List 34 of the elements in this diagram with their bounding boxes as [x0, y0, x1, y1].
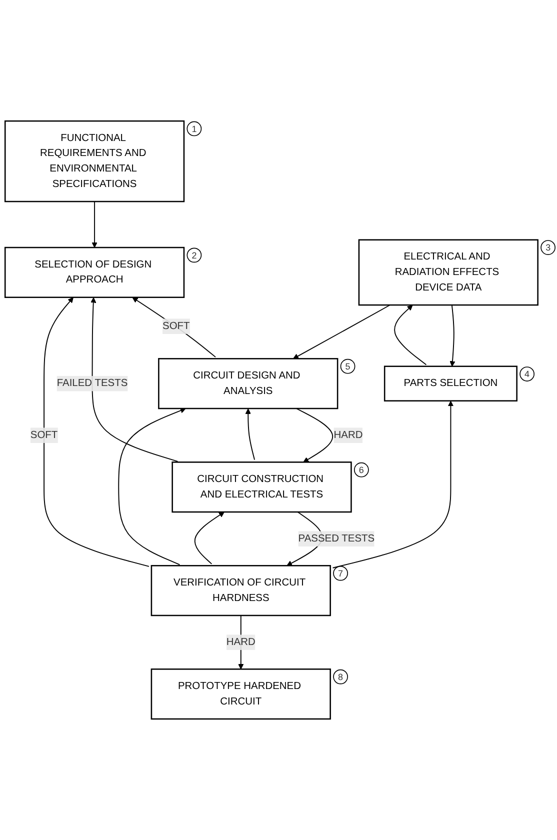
- arrow: [132, 297, 216, 358]
- node-box: FUNCTIONAL REQUIREMENTS AND ENVIRONMENTAL SPECIFICATIONS: [4, 120, 185, 202]
- edge-label: SOFT: [30, 430, 58, 440]
- edge-label: SOFT: [162, 320, 190, 332]
- step-number: 8: [333, 669, 348, 684]
- arrow: [332, 400, 454, 568]
- step-number: 5: [340, 358, 356, 374]
- node-box: CIRCUIT DESIGN AND ANALYSIS: [158, 358, 338, 410]
- arrow: [450, 304, 456, 367]
- node-box: SELECTION OF DESIGN APPROACH: [4, 246, 185, 298]
- arrow: [118, 408, 186, 566]
- node-box: CIRCUIT CONSTRUCTION AND ELECTRICAL TESTS: [172, 462, 352, 513]
- arrow: [394, 304, 427, 366]
- arrow: [194, 512, 224, 564]
- arrow: [293, 304, 390, 359]
- arrow: [92, 201, 98, 248]
- arrow: [296, 408, 334, 462]
- edge-label: HARD: [226, 636, 256, 648]
- step-number: 6: [354, 462, 369, 478]
- arrow: [245, 408, 256, 460]
- node-box: PROTOTYPE HARDENED CIRCUIT: [150, 668, 331, 720]
- node-box: PARTS SELECTION: [384, 366, 518, 402]
- step-number: 2: [186, 248, 202, 263]
- step-number: 7: [333, 566, 348, 581]
- arrow: [90, 297, 178, 462]
- node-box: ELECTRICAL AND RADIATION EFFECTS DEVICE DATA: [358, 239, 538, 306]
- edge-label: PASSED TESTS: [298, 533, 375, 544]
- edge-label: FAILED TESTS: [56, 378, 128, 389]
- step-number: 3: [540, 240, 556, 255]
- arrow: [44, 297, 150, 567]
- node-box: VERIFICATION OF CIRCUIT HARDNESS: [150, 565, 331, 616]
- edge-label: HARD: [334, 430, 363, 440]
- step-number: 1: [186, 121, 202, 136]
- step-number: 4: [520, 366, 534, 382]
